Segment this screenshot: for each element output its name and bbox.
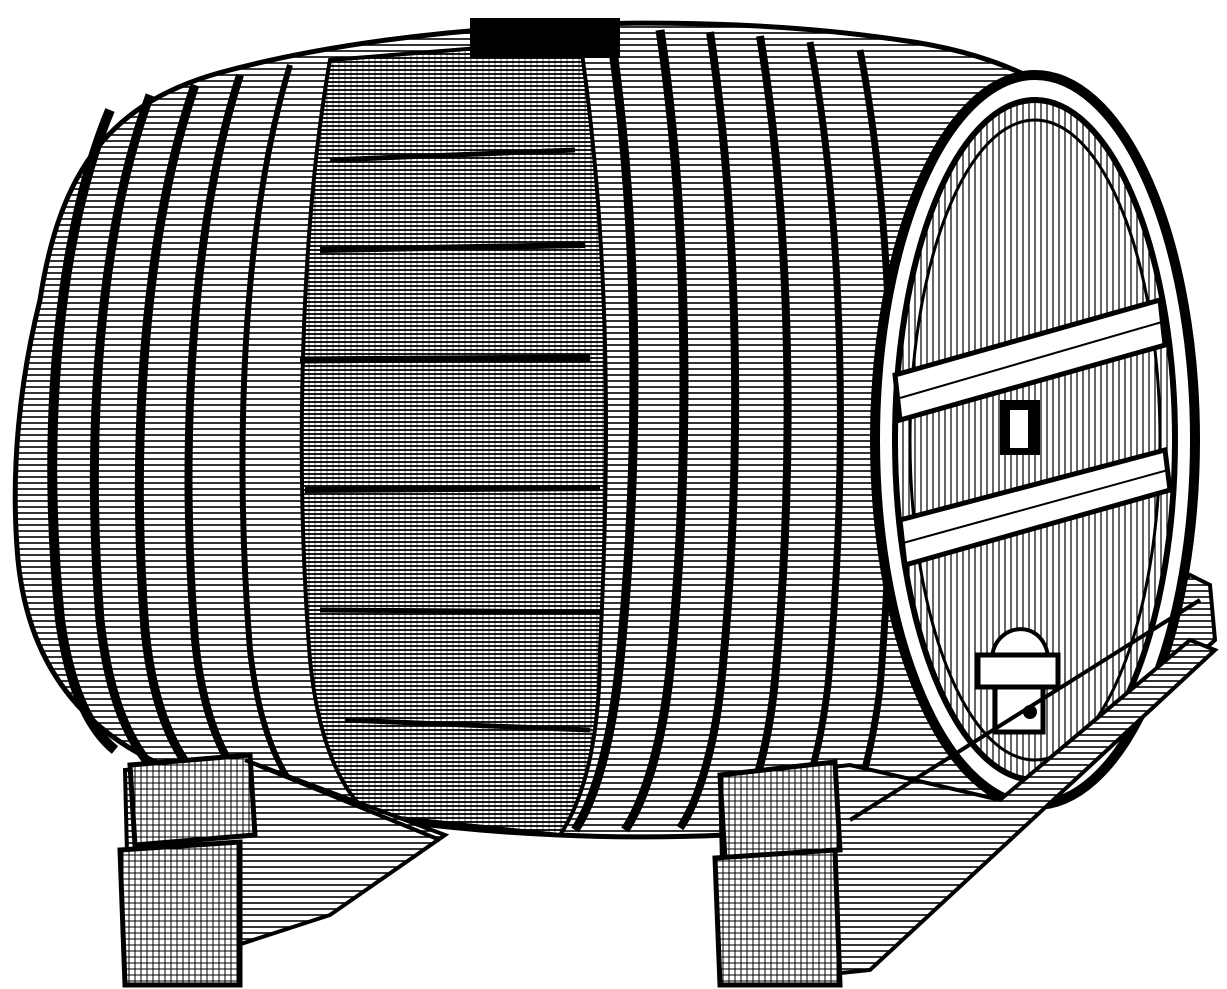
right-stand	[712, 598, 1219, 988]
tap-spigot	[975, 627, 1061, 735]
barrel-head	[870, 70, 1200, 810]
left-stand	[117, 752, 450, 988]
left-hoops	[47, 64, 303, 797]
center-staves	[299, 18, 620, 838]
bung-hole	[470, 18, 620, 58]
head-crossbars	[892, 296, 1173, 569]
